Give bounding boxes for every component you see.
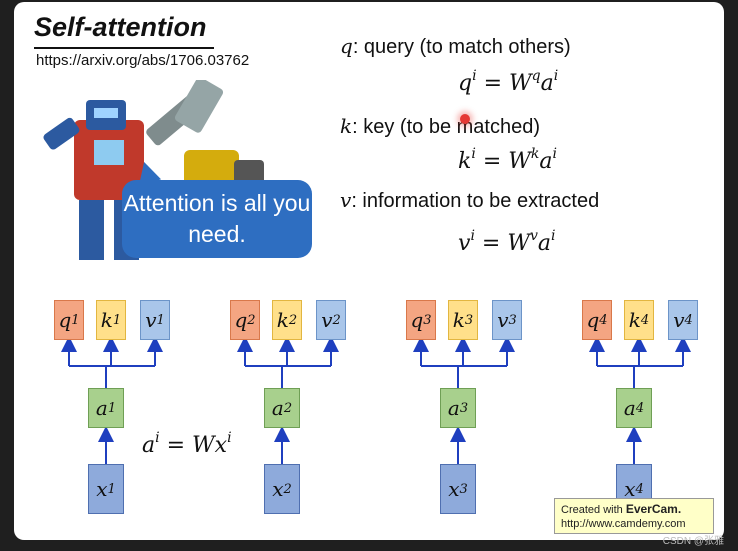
embedding-formula: ai = Wxi (142, 430, 232, 458)
def-key-symbol: k (340, 114, 353, 138)
def-query-symbol: q (340, 34, 353, 58)
cursor-pointer-dot (460, 114, 470, 124)
def-query-text: : query (to match others) (352, 36, 571, 58)
evercam-badge: Created with EverCam. http://www.camdemy… (554, 498, 714, 534)
speech-bubble-text: Attention is all you need. (123, 190, 311, 247)
slide-title: Self-attention (34, 12, 207, 42)
speech-bubble: Attention is all you need. (122, 180, 312, 258)
eq-query: qi = Wqai (458, 68, 559, 96)
def-value-text: : information to be extracted (351, 190, 600, 212)
diagram-arrows (61, 336, 691, 464)
paper-url[interactable]: https://arxiv.org/abs/1706.03762 (36, 52, 250, 69)
def-query: q: query (to match others) (340, 34, 571, 59)
robot-illustration (43, 80, 264, 260)
def-key: k: key (to be matched) (340, 114, 540, 139)
def-key-text: : key (to be matched) (352, 116, 540, 138)
eq-value: vi = Wvai (458, 228, 556, 256)
def-value: v: information to be extracted (340, 188, 599, 213)
slide: Self-attention https://arxiv.org/abs/170… (14, 2, 724, 540)
eq-key: ki = Wkai (458, 146, 557, 174)
def-value-symbol: v (340, 188, 352, 212)
csdn-watermark: CSDN @张雅 (662, 536, 724, 547)
title-underline (34, 47, 214, 49)
